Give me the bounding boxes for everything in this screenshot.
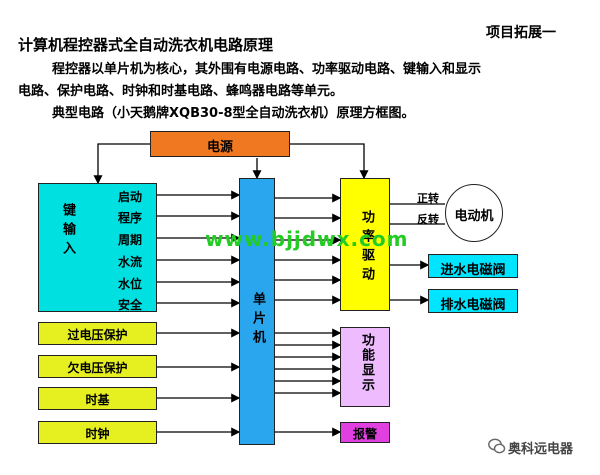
clock-block [38, 421, 157, 444]
alarm-label: 报警 [352, 427, 377, 441]
power-driver-label: 功率驱动 [359, 210, 374, 286]
key-input-label: 键输入 [60, 203, 75, 260]
page-title: 计算机程控器式全自动洗衣机电路原理 [18, 36, 274, 54]
overvoltage-block [38, 322, 157, 345]
key-item-start: 启动 [118, 190, 143, 204]
key-item-cycle: 周期 [118, 233, 143, 247]
key-item-program: 程序 [118, 211, 143, 225]
mcu-block [239, 178, 275, 445]
footer-logo-text: 奥科远电器 [508, 442, 574, 457]
power-driver-block [340, 178, 390, 311]
drain-valve-block [428, 289, 518, 313]
reverse-label: 反转 [417, 213, 439, 226]
clock-label: 时钟 [85, 427, 110, 441]
drain-valve-label: 排水电磁阀 [440, 298, 506, 313]
motor-label: 电动机 [454, 209, 494, 224]
key-item-safety: 安全 [118, 298, 143, 312]
undervoltage-block [38, 355, 157, 378]
key-item-waterflow: 水流 [118, 255, 143, 269]
timebase-label: 时基 [85, 393, 110, 407]
watermark-text: www.bjjdwx.com [205, 227, 409, 251]
overvoltage-label: 过电压保护 [67, 328, 128, 342]
corner-label: 项目拓展一 [486, 25, 556, 41]
function-display-block [340, 327, 390, 407]
wechat-logo-icon [488, 437, 506, 455]
function-display-label: 功能显示 [359, 333, 374, 393]
paragraph-line-3: 典型电路（小天鹅牌XQB30-8型全自动洗衣机）原理方框图。 [52, 106, 415, 121]
power-supply-label: 电源 [206, 140, 233, 155]
key-item-waterlevel: 水位 [118, 277, 143, 291]
mcu-label: 单片机 [250, 292, 265, 349]
alarm-block [340, 422, 390, 443]
paragraph-line-2: 电路、保护电路、时钟和时基电路、蜂鸣器电路等单元。 [18, 84, 344, 99]
forward-label: 正转 [417, 192, 439, 205]
timebase-block [38, 387, 157, 410]
inlet-valve-label: 进水电磁阀 [440, 263, 506, 278]
key-input-block [38, 183, 157, 312]
inlet-valve-block [428, 254, 518, 278]
paragraph-line-1: 程控器以单片机为核心，其外围有电源电路、功率驱动电路、键输入和显示 [52, 62, 482, 77]
undervoltage-label: 欠电压保护 [67, 361, 128, 375]
power-supply-block [150, 131, 290, 157]
motor-block [445, 184, 503, 242]
